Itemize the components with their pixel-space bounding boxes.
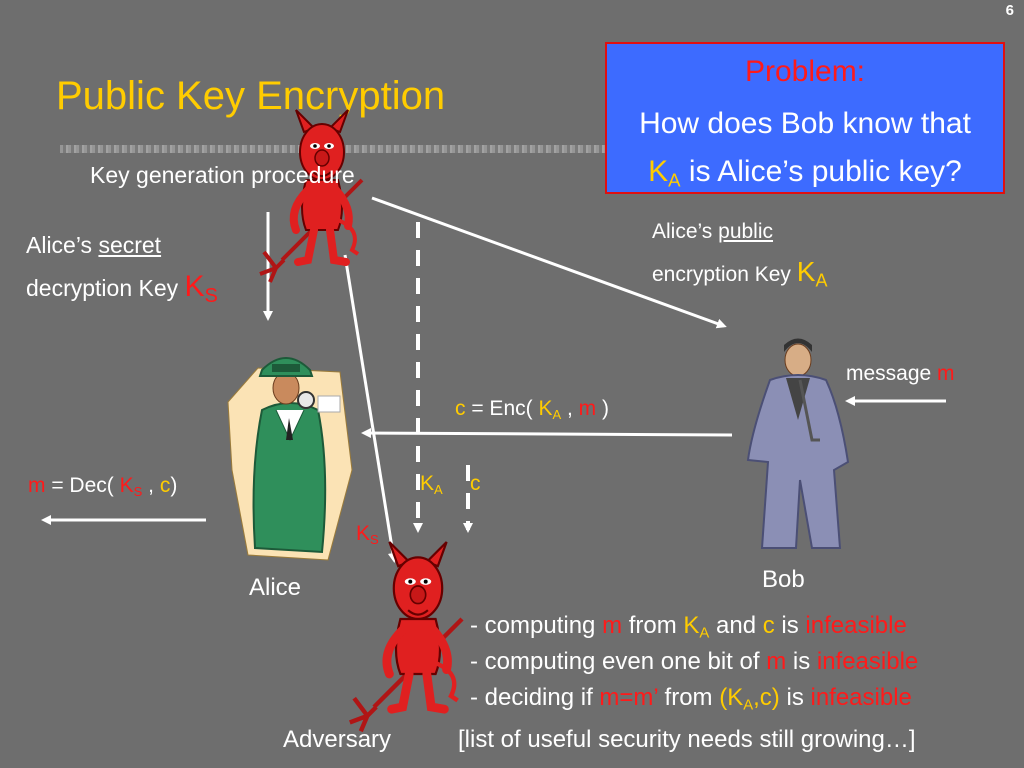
req1-verdict: infeasible: [805, 612, 907, 639]
encryption-formula: c = Enc( KA , m ): [455, 397, 609, 422]
req3-key-sub: A: [743, 697, 754, 714]
enc-comma: ,: [561, 397, 579, 420]
leak-c: c: [470, 472, 481, 495]
req1-is: is: [774, 612, 806, 639]
req3-key: K: [727, 684, 744, 711]
enc-eq: = Enc(: [465, 397, 539, 420]
secret-key-prefix: Alice’s: [26, 232, 99, 258]
req3-m: m=m’: [599, 684, 658, 711]
slide-title: Public Key Encryption: [56, 74, 446, 118]
problem-heading: Problem:: [744, 55, 866, 88]
leak-ks-sub: S: [370, 531, 379, 547]
alice-figure: [227, 357, 353, 561]
message-var: m: [937, 362, 955, 385]
enc-key: K: [538, 397, 553, 420]
secret-key-line2: decryption Key KS: [26, 270, 218, 308]
req2-is: is: [786, 648, 817, 675]
req1-m: m: [602, 612, 623, 639]
leak-ks-label: KS: [356, 522, 379, 547]
leak-ka-sub: A: [434, 481, 443, 497]
req3-pre: - deciding if: [470, 684, 600, 711]
req1-pre: - computing: [470, 612, 603, 639]
adversary-name: Adversary: [283, 726, 392, 753]
requirement-1: - computing m from KA and c is infeasibl…: [470, 612, 907, 641]
public-key-desc: encryption Key: [652, 263, 797, 286]
req3-from: from: [657, 684, 720, 711]
requirement-3: - deciding if m=m’ from (KA,c) is infeas…: [470, 684, 912, 713]
arrow-keygen-to-bob: [371, 196, 727, 329]
dec-comma: ,: [142, 474, 160, 497]
dec-eq: = Dec(: [45, 474, 120, 497]
dec-c: c: [159, 474, 171, 497]
problem-key: K: [648, 155, 669, 188]
alice-name: Alice: [249, 574, 302, 601]
slide-number: 6: [1005, 2, 1014, 19]
req2-m: m: [766, 648, 787, 675]
req3-paren-open: (: [719, 684, 728, 711]
enc-close: ): [596, 397, 609, 420]
public-key-sub: A: [815, 270, 828, 291]
message-label: message m: [846, 362, 955, 386]
public-key-prefix: Alice’s: [652, 220, 719, 243]
arrow-ks-to-adversary: [343, 254, 398, 563]
req3-is: is: [779, 684, 811, 711]
req1-key: K: [683, 612, 700, 639]
req1-and: and: [709, 612, 763, 639]
req1-c: c: [762, 612, 775, 639]
secret-key-symbol: K: [184, 270, 205, 303]
leak-c-label: c: [470, 472, 481, 496]
req2-verdict: infeasible: [816, 648, 919, 675]
bob-name: Bob: [762, 566, 805, 593]
req3-paren-close: ,c): [753, 684, 780, 711]
dec-close: ): [170, 474, 178, 497]
public-key-line2: encryption Key KA: [652, 256, 827, 291]
secret-key-sub: S: [204, 285, 218, 307]
message-text: message: [846, 362, 938, 385]
public-key-symbol: K: [796, 256, 816, 287]
decryption-formula: m = Dec( KS , c): [28, 474, 177, 499]
footer-note: [list of useful security needs still gro…: [458, 726, 916, 753]
problem-question-line1: How does Bob know that: [639, 107, 971, 140]
secret-key-line1: Alice’s secret: [26, 232, 161, 259]
problem-box: Problem: How does Bob know that KA is Al…: [605, 42, 1005, 194]
arrow-ciphertext: [361, 428, 733, 439]
req2-pre: - computing even one bit of: [470, 648, 767, 675]
enc-m: m: [578, 397, 597, 420]
leak-ks: K: [356, 522, 371, 545]
secret-word: secret: [98, 232, 162, 258]
public-word: public: [718, 220, 774, 243]
problem-question-rest: is Alice’s public key?: [680, 155, 962, 188]
bob-figure: [746, 338, 850, 549]
requirement-2: - computing even one bit of m is infeasi…: [470, 648, 918, 676]
req1-from: from: [622, 612, 684, 639]
req3-verdict: infeasible: [810, 684, 912, 711]
dec-key: K: [119, 474, 134, 497]
keygen-label: Key generation procedure: [90, 162, 355, 188]
leak-ka: K: [420, 472, 435, 495]
req1-key-sub: A: [699, 625, 710, 642]
problem-key-sub: A: [668, 169, 681, 191]
problem-question-line2: KA is Alice’s public key?: [607, 148, 1003, 205]
adversary-devil-icon: [350, 542, 462, 731]
leak-ka-label: KA: [420, 472, 443, 497]
dec-key-sub: S: [133, 483, 143, 499]
dec-m: m: [28, 474, 46, 497]
secret-key-desc: decryption Key: [26, 275, 185, 301]
enc-key-sub: A: [552, 406, 562, 422]
public-key-line1: Alice’s public: [652, 220, 773, 244]
enc-c: c: [455, 397, 466, 420]
